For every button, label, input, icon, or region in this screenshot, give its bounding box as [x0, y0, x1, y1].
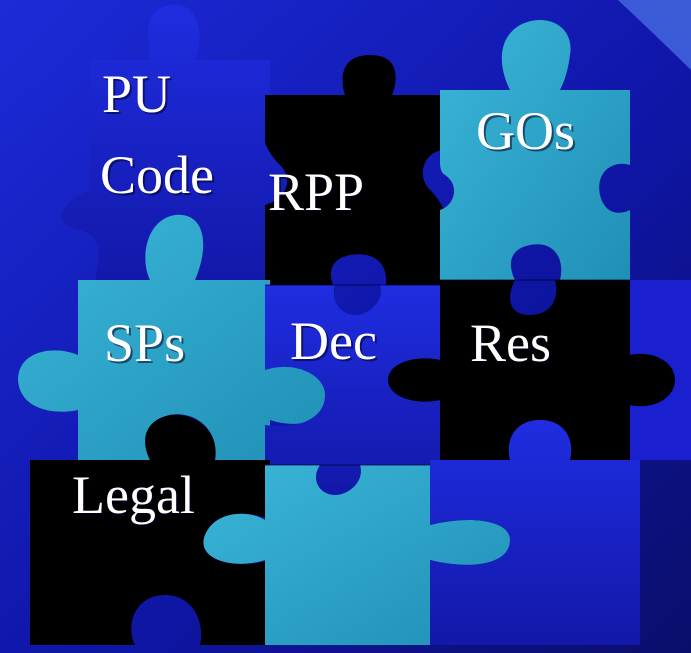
piece-right-edge — [630, 280, 691, 460]
label-res: Res — [470, 313, 551, 373]
label-rpp: RPP — [268, 162, 365, 222]
label-legal: Legal — [72, 465, 195, 525]
piece-legal — [30, 414, 270, 645]
piece-pu-code — [61, 4, 291, 285]
piece-res — [388, 280, 675, 460]
piece-bottom-right — [430, 420, 640, 645]
piece-sps — [18, 214, 330, 460]
label-pu: PU — [102, 64, 172, 124]
piece-dec — [265, 285, 440, 495]
label-sps: SPs — [104, 313, 186, 373]
corner-accent — [618, 0, 691, 70]
piece-bottom-cyan — [203, 465, 510, 645]
piece-gos — [440, 19, 630, 281]
label-code: Code — [100, 145, 214, 205]
piece-rpp — [265, 55, 445, 290]
label-gos: GOs — [476, 101, 576, 161]
label-dec: Dec — [290, 311, 377, 371]
